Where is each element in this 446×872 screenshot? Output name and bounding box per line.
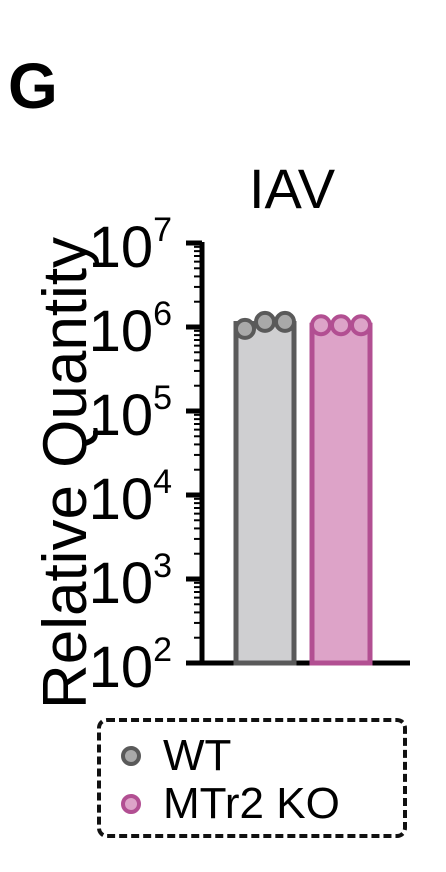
data-point: [234, 317, 256, 340]
y-tick-label-6: 106: [89, 295, 172, 364]
legend-label-mtr2-ko: MTr2 KO: [163, 779, 340, 828]
data-point: [274, 310, 296, 333]
data-point: [310, 314, 332, 337]
legend-item-wt: WT: [101, 734, 231, 778]
chart-title: IAV: [249, 157, 336, 220]
bars-group: [233, 321, 373, 666]
y-tick-label-2: 102: [89, 631, 172, 700]
legend-item-mtr2-ko: MTr2 KO: [101, 782, 340, 826]
y-tick-label-4: 104: [89, 463, 172, 532]
data-point: [350, 314, 372, 337]
y-tick-label-7: 107: [89, 211, 172, 280]
y-axis-label: Relative Quantity: [31, 237, 100, 709]
legend: WT MTr2 KO: [97, 718, 407, 838]
bar-mtr2-ko: [309, 322, 373, 666]
points-group: [234, 310, 372, 340]
legend-marker-wt: [121, 746, 141, 766]
y-ticks-group: 102 103 104 105 106 107: [89, 211, 202, 700]
bar-wt: [233, 321, 297, 666]
panel-label: G: [8, 50, 58, 122]
data-point: [330, 314, 352, 337]
legend-label-wt: WT: [163, 731, 232, 780]
data-point: [254, 310, 276, 333]
y-tick-label-3: 103: [89, 547, 172, 616]
legend-marker-mtr2-ko: [121, 794, 141, 814]
y-tick-label-5: 105: [89, 379, 172, 448]
